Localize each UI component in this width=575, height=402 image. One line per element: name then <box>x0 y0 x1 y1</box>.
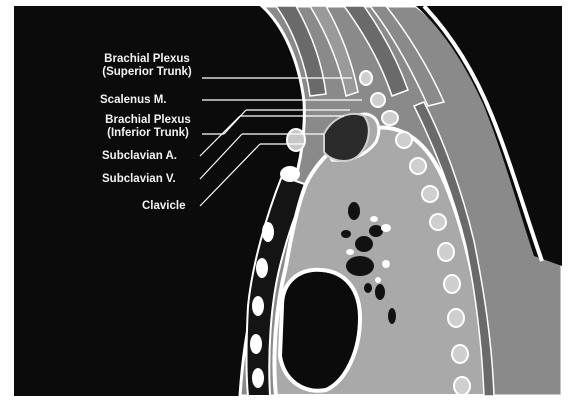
nodule-5 <box>375 277 381 283</box>
vessel-blob-7 <box>388 308 396 324</box>
vessel-blob-8 <box>364 283 372 293</box>
anterior-rib-5 <box>252 368 264 388</box>
label-brachial-plexus-inferior-line2: (Inferior Trunk) <box>90 127 206 140</box>
anterior-rib-2 <box>256 258 268 278</box>
clavicle-shape <box>280 166 300 182</box>
label-scalenus: Scalenus M. <box>100 94 166 107</box>
vessel-blob-2 <box>369 225 383 237</box>
label-brachial-plexus-superior-line1: Brachial Plexus <box>88 53 206 66</box>
vessel-blob-4 <box>346 256 374 276</box>
nodule-1 <box>370 216 378 222</box>
label-subclavian-artery: Subclavian A. <box>102 150 177 163</box>
vessel-blob-3 <box>355 236 373 252</box>
label-brachial-plexus-inferior: Brachial Plexus (Inferior Trunk) <box>90 114 206 140</box>
label-subclavian-vein: Subclavian V. <box>102 173 176 186</box>
nodule-4 <box>382 260 390 268</box>
nodule-3 <box>346 249 354 255</box>
label-brachial-plexus-inferior-line1: Brachial Plexus <box>90 114 206 127</box>
label-brachial-plexus-superior: Brachial Plexus (Superior Trunk) <box>88 53 206 79</box>
label-clavicle: Clavicle <box>142 200 185 213</box>
vessel-blob-6 <box>375 284 385 300</box>
nodule-2 <box>381 224 391 232</box>
vessel-blob-5 <box>341 230 351 238</box>
anterior-rib-4 <box>250 334 262 354</box>
anterior-rib-1 <box>262 222 274 242</box>
vessel-blob-1 <box>348 202 360 220</box>
first-rib-anterior <box>287 129 305 151</box>
anterior-rib-3 <box>252 296 264 316</box>
anatomy-figure: Brachial Plexus (Superior Trunk) Scalenu… <box>14 6 562 396</box>
label-brachial-plexus-superior-line2: (Superior Trunk) <box>88 66 206 79</box>
